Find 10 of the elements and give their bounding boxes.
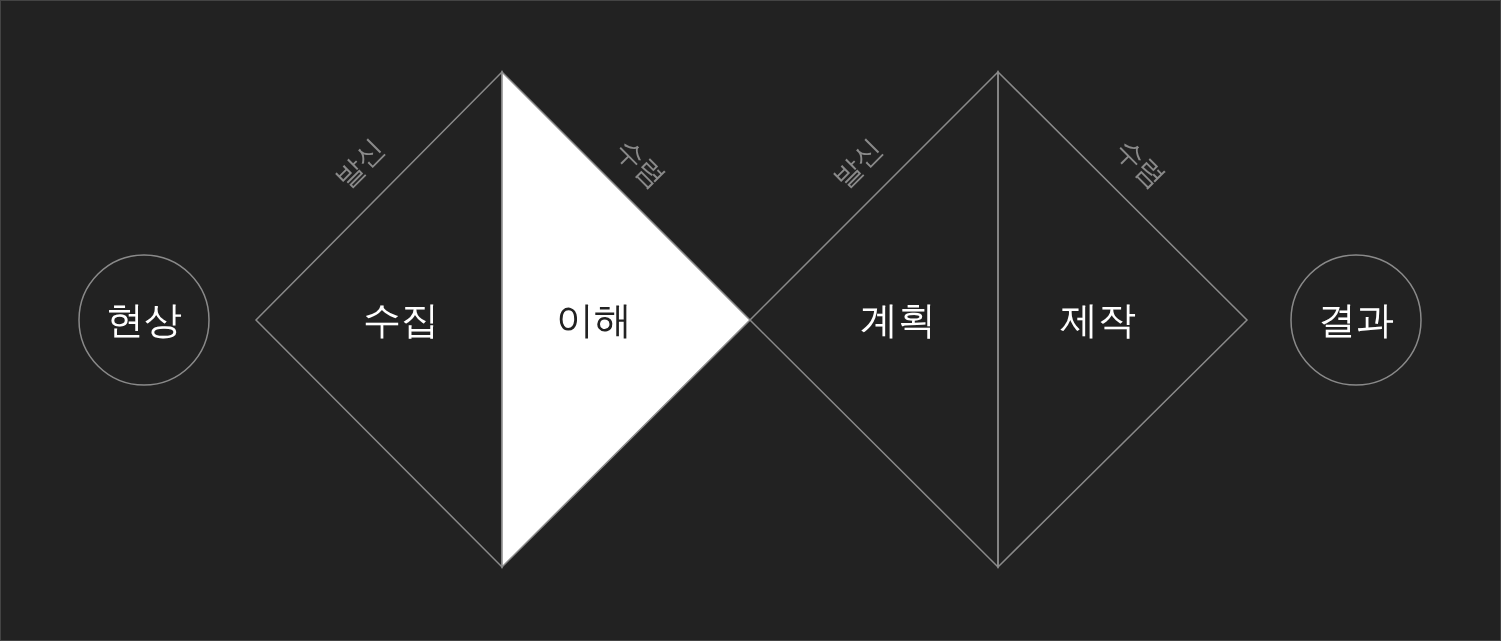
- phase-label: 수렴: [610, 134, 670, 194]
- phase-label: 발신: [330, 134, 390, 194]
- phase-label: 발신: [828, 134, 888, 194]
- node-label: 이해: [556, 301, 632, 339]
- node-label: 계획: [860, 301, 936, 339]
- node-label: 제작: [1060, 301, 1136, 339]
- phase-label: 수렴: [1110, 134, 1170, 194]
- node-label: 수집: [363, 301, 439, 339]
- node-label: 현상: [106, 301, 182, 339]
- node-label: 결과: [1318, 301, 1394, 339]
